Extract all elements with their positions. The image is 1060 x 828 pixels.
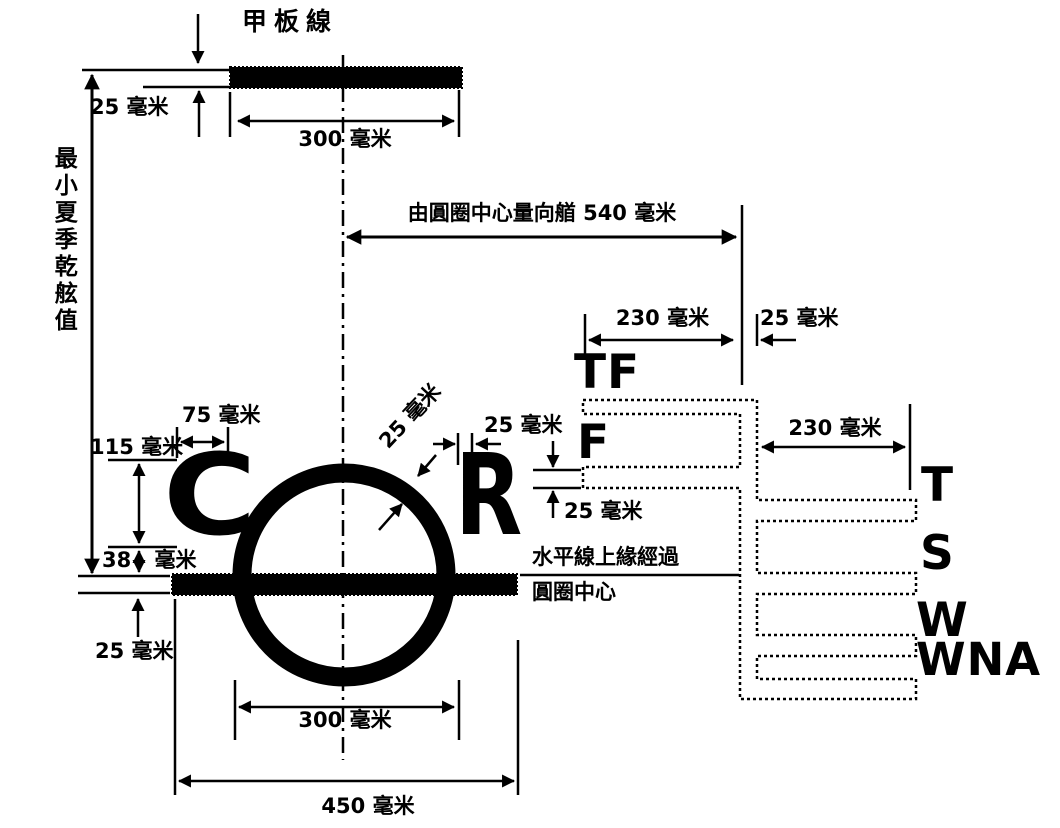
load-line-grid-outline [581,398,918,701]
deck-length-label: 300 毫米 [298,127,392,151]
letter-gap-label: 38 毫米 [102,548,197,572]
deck-thickness-label: 25 毫米 [90,95,169,119]
ring-thickness-arrow-inner [378,503,403,531]
waterline-note-line1: 水平線上緣經過 [532,545,679,569]
letter-height-label: 115 毫米 [90,435,184,459]
waterline-note-line2: 圓圈中心 [532,580,616,604]
waterline-thickness-label: 25 毫米 [95,639,174,663]
r-stroke-width-label: 25 毫米 [484,413,563,437]
load-line-letter-tf: TF [574,345,641,400]
load-line-letter-t: T [921,458,955,513]
f-line-thickness-label: 25 毫米 [564,499,643,523]
c-offset-label: 75 毫米 [182,403,261,427]
grid-upper-length-label: 230 毫米 [615,306,710,330]
grid-spine-width-label: 25 毫米 [760,306,839,330]
deck-line-label: 甲板線 [242,7,339,36]
load-line-letter-wna: WNA [916,633,1042,686]
waterline-bar [171,573,518,596]
ring-thickness-arrow-outer [417,454,437,477]
deck-line-bar [229,66,463,89]
load-line-letter-s: S [920,526,955,581]
load-line-letter-w: W [916,593,969,648]
marking-letter-r: R [455,431,523,561]
marking-letter-c: C [163,431,257,561]
bow-distance-label: 由圓圈中心量向艏 540 毫米 [407,201,677,225]
waterline-length-label: 450 毫米 [321,794,415,818]
grid-lower-length-label: 230 毫米 [788,416,882,440]
circle-diameter-label: 300 毫米 [298,708,392,732]
load-line-letter-f: F [577,415,611,470]
freeboard-label: 最小夏季乾舷值 [50,146,77,335]
